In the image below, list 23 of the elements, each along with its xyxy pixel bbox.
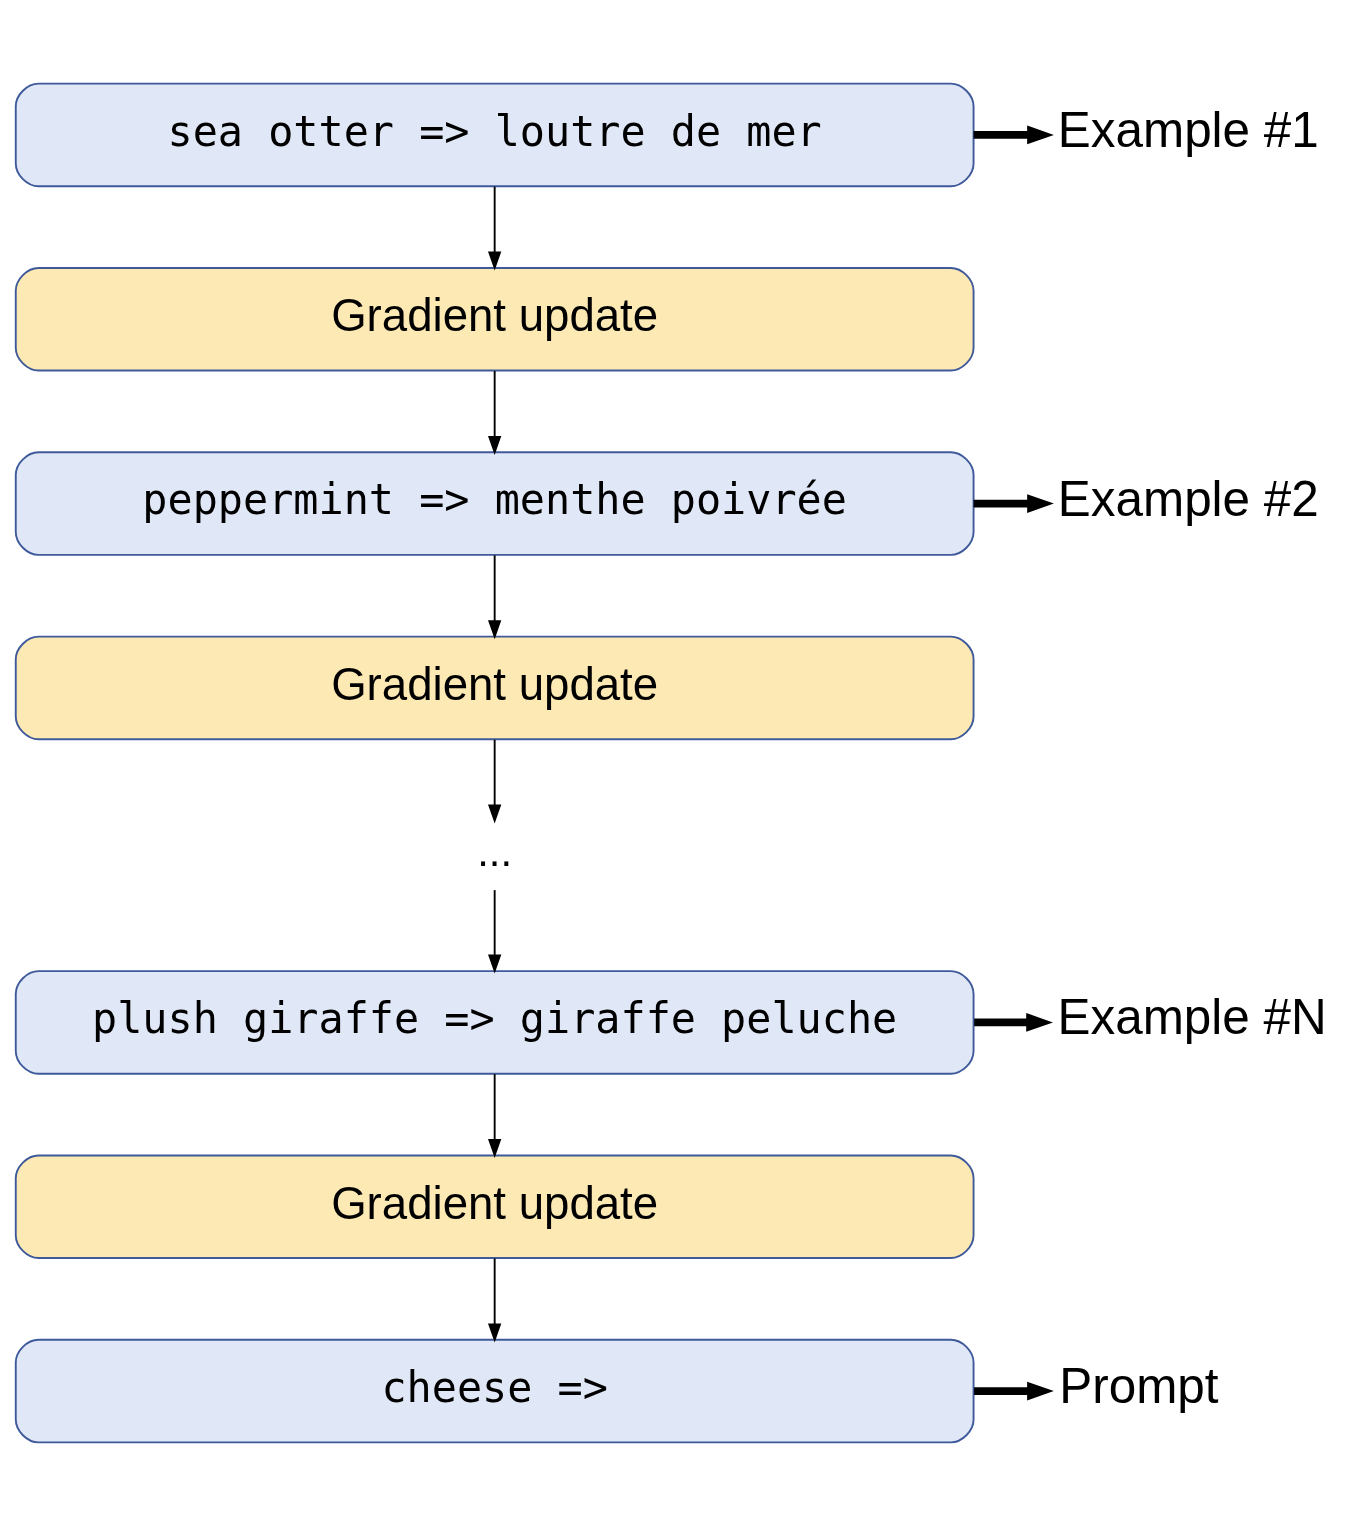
node-box: Gradient update	[14, 635, 975, 741]
node-box: Gradient update	[14, 267, 975, 372]
node-box: plush giraffe => giraffe peluche	[14, 970, 975, 1075]
arrow	[973, 494, 1054, 513]
arrow	[488, 370, 502, 455]
arrow	[974, 1013, 1053, 1032]
node-text: Example #2	[1057, 470, 1319, 526]
arrow	[973, 125, 1054, 145]
node-text: Example #1	[1057, 101, 1319, 157]
arrow	[488, 185, 502, 271]
node-box: cheese =>	[14, 1338, 975, 1444]
node-box: Gradient update	[14, 1154, 975, 1259]
arrow	[488, 738, 502, 824]
arrow	[488, 889, 502, 974]
arrow	[488, 1257, 502, 1343]
node-text: ...	[477, 827, 513, 875]
node-text: Prompt	[1059, 1358, 1219, 1414]
node-box: sea otter => loutre de mer	[14, 82, 975, 188]
arrow	[974, 1381, 1054, 1401]
arrow	[488, 554, 502, 640]
node-box: peppermint => menthe poivrée	[14, 451, 975, 556]
node-text: Example #N	[1057, 989, 1327, 1045]
arrow	[488, 1073, 502, 1159]
